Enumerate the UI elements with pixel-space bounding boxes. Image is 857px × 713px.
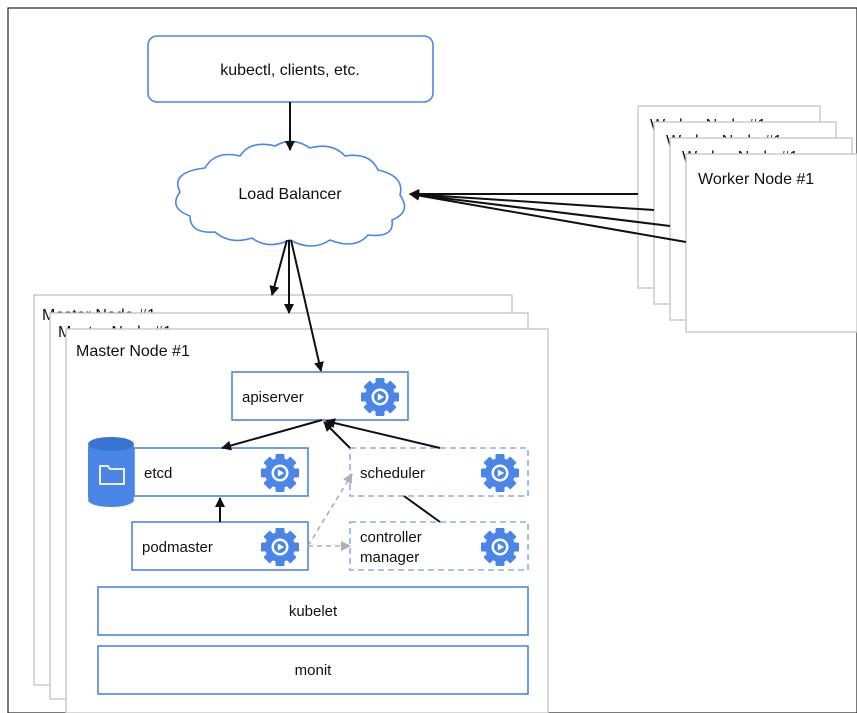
folder-icon <box>99 465 125 485</box>
edge-apiserver-to-etcd <box>221 419 323 451</box>
connections <box>269 102 687 372</box>
kubelet-box <box>97 586 529 636</box>
internal-connections <box>215 418 441 551</box>
scheduler-label: scheduler <box>360 465 425 482</box>
controller-manager-gear-icon <box>481 528 519 566</box>
outer-frame <box>7 7 857 713</box>
edge-worker-3-to-lb <box>409 189 655 211</box>
scheduler-gear-icon <box>481 454 519 492</box>
database-icon <box>88 437 134 507</box>
clients-label: kubectl, clients, etc. <box>220 62 360 79</box>
edge-scheduler-to-controller-manager <box>403 495 441 523</box>
apiserver-gear-icon <box>361 378 399 416</box>
kubelet-label: kubelet <box>289 603 338 620</box>
controller-manager-label-line1: controller <box>360 529 422 546</box>
edge-scheduler-right-to-apiserver <box>325 418 441 449</box>
edge-worker-2-to-lb <box>409 190 671 227</box>
edge-lb-to-apiserver <box>290 239 324 372</box>
controller-manager-label-line2: manager <box>360 549 419 566</box>
podmaster-label: podmaster <box>142 539 213 556</box>
monit-box <box>97 645 529 695</box>
monit-label: monit <box>295 662 333 679</box>
load-balancer-label: Load Balancer <box>238 186 342 203</box>
etcd-gear-icon <box>261 454 299 492</box>
worker-node-card-1 <box>685 153 857 333</box>
edge-worker-1-to-lb <box>409 190 687 243</box>
podmaster-gear-icon <box>261 528 299 566</box>
edge-lb-to-master-3 <box>269 239 288 296</box>
apiserver-label: apiserver <box>242 389 304 406</box>
worker-node-card-1-label: Worker Node #1 <box>698 171 814 188</box>
etcd-label: etcd <box>144 465 172 482</box>
master-node-card-1-label: Master Node #1 <box>76 343 190 360</box>
